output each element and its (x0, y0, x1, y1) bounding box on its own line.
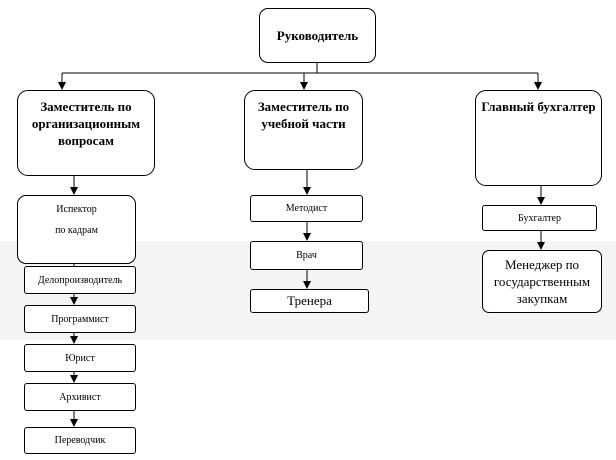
doctor-box: Врач (250, 241, 363, 270)
doctor-label: Врач (296, 250, 317, 261)
manager-label-line3: закупкам (516, 291, 568, 306)
trainers-label: Тренера (287, 293, 332, 308)
head-label: Руководитель (276, 27, 359, 43)
accountant-box: Бухгалтер (482, 205, 597, 231)
methodist-box: Методист (250, 195, 363, 222)
deputy-org-label: Заместитель по организационным вопросам (31, 99, 141, 148)
lawyer-box: Юрист (24, 344, 136, 372)
translator-box: Переводчик (24, 427, 136, 454)
manager-label-line2: государственным (493, 274, 591, 289)
procurement-manager-box: Менеджер по государственным закупкам (482, 250, 602, 313)
translator-label: Переводчик (54, 435, 106, 446)
archivist-box: Архивист (24, 383, 136, 411)
inspector-label-line2: по кадрам (55, 225, 98, 236)
chief-accountant-box: Главный бухгалтер (475, 90, 602, 186)
clerk-label: Делопроизводитель (37, 274, 123, 286)
archivist-label: Архивист (59, 391, 101, 403)
programmer-label: Программист (51, 313, 109, 325)
lawyer-label: Юрист (65, 352, 95, 364)
deputy-org-box: Заместитель по организационным вопросам (17, 90, 155, 176)
inspector-box: Испектор по кадрам (17, 195, 136, 264)
deputy-edu-box: Заместитель по учебной части (244, 90, 363, 170)
clerk-box: Делопроизводитель (24, 266, 136, 294)
methodist-label: Методист (285, 203, 328, 214)
trainers-box: Тренера (250, 289, 369, 313)
chief-accountant-label: Главный бухгалтер (481, 99, 596, 114)
deputy-edu-label: Заместитель по учебной части (257, 99, 350, 131)
head-box: Руководитель (259, 8, 376, 63)
programmer-box: Программист (24, 305, 136, 333)
inspector-label-line1: Испектор (56, 204, 97, 215)
manager-label-line1: Менеджер по (504, 257, 580, 272)
accountant-label: Бухгалтер (518, 212, 561, 224)
